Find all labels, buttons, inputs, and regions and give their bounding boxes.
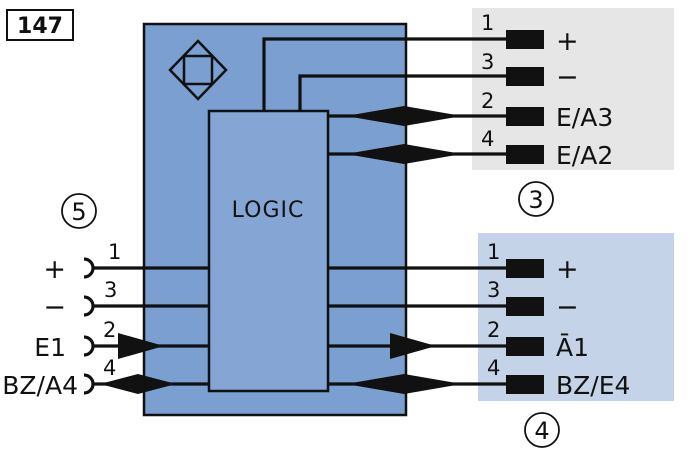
- left-pin-number: 3: [104, 278, 117, 302]
- callout-circle-4: [524, 412, 560, 448]
- logic-label: LOGIC: [232, 198, 305, 223]
- figure-number-box: [6, 9, 74, 41]
- right-bottom-pin-number: 2: [487, 318, 500, 342]
- left-signal-label: −: [43, 292, 66, 323]
- bottom-right-wires: [328, 259, 544, 394]
- right-bottom-signal-label: BZ/E4: [556, 371, 630, 400]
- right-top-signal-label: +: [556, 26, 579, 57]
- right-top-pin-number: 4: [481, 127, 494, 151]
- callout-3-label: 3: [528, 186, 543, 214]
- right-top-pin-number: 3: [481, 50, 494, 74]
- right-top-signal-label: E/A2: [556, 141, 613, 170]
- logic-block: [207, 109, 330, 393]
- right-bottom-pin-number: 1: [487, 240, 500, 264]
- left-pin-number: 4: [103, 356, 116, 380]
- right-top-signal-label: E/A3: [556, 103, 613, 132]
- right-bottom-signal-label: +: [556, 254, 579, 285]
- right-bottom-signal-label: −: [556, 292, 579, 323]
- left-signal-label: BZ/A4: [2, 371, 78, 400]
- left-pin-number: 1: [108, 240, 121, 264]
- right-top-signal-label: −: [556, 62, 579, 93]
- top-right-wires: [262, 30, 544, 164]
- right-bottom-pin-number: 4: [487, 356, 500, 380]
- left-wires: [83, 257, 209, 395]
- left-pin-number: 2: [103, 318, 116, 342]
- callout-circle-3: [518, 181, 554, 217]
- right-top-pin-number: 2: [481, 89, 494, 113]
- callout-circle-5: [61, 193, 97, 229]
- right-bottom-pin-number: 3: [487, 278, 500, 302]
- callout-5-label: 5: [71, 198, 86, 226]
- right-bottom-signal-label: Ā1: [556, 333, 589, 362]
- right-top-connector-panel: [472, 8, 674, 170]
- left-signal-label: E1: [34, 333, 66, 362]
- callout-4-label: 4: [534, 417, 549, 445]
- inductive-sensor-diamond-icon: [168, 39, 228, 101]
- left-signal-label: +: [43, 254, 66, 285]
- figure-number: 147: [17, 14, 63, 39]
- right-top-pin-number: 1: [481, 11, 494, 35]
